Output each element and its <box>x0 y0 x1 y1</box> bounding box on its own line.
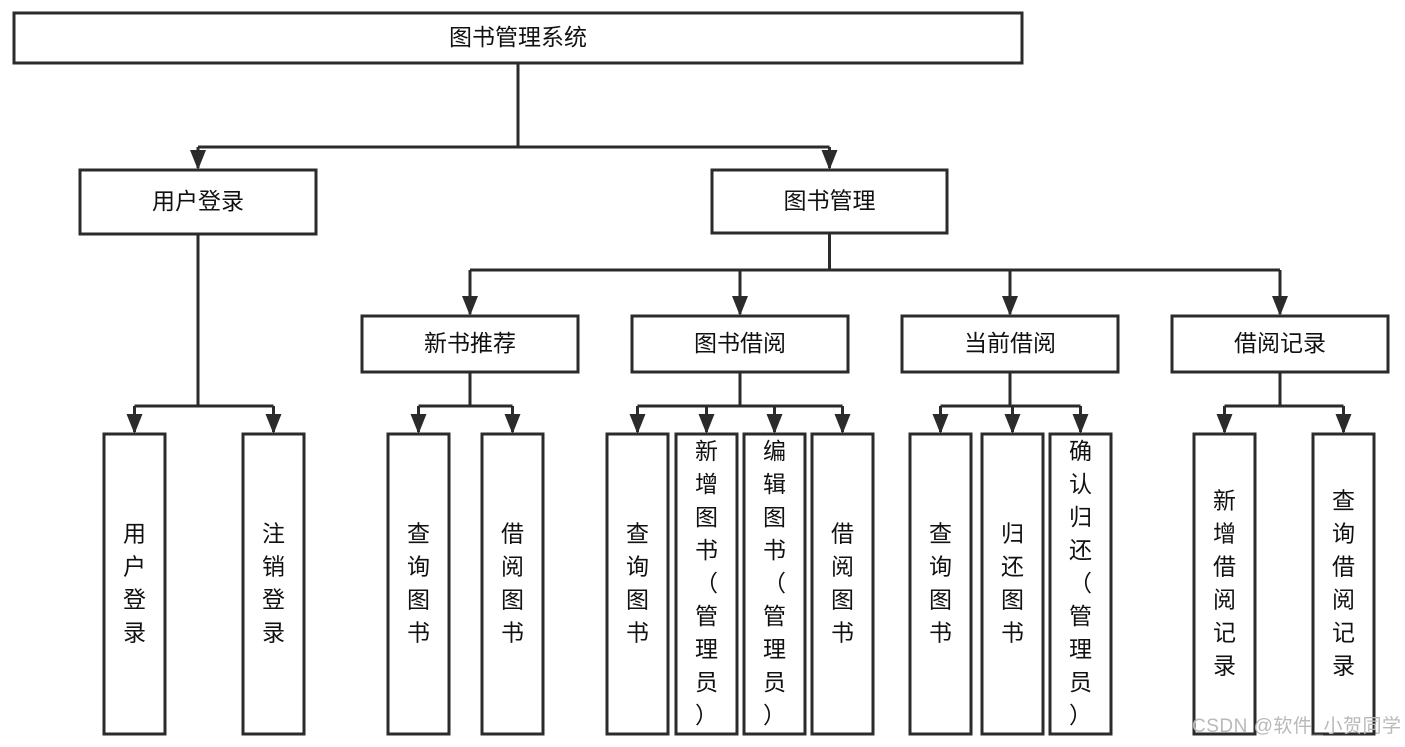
node-label-leaf-borrow-book-2: 借阅图书 <box>831 521 854 646</box>
node-leaf-user-login[interactable]: 用户登录 <box>102 432 167 736</box>
node-label-leaf-borrow-book-1: 借阅图书 <box>501 521 524 646</box>
node-label-book-borrow: 图书借阅 <box>694 330 786 356</box>
node-box-leaf-query-book-2[interactable] <box>605 432 670 736</box>
node-label-new-book-recommend: 新书推荐 <box>424 330 516 356</box>
node-box-current-borrow[interactable] <box>900 314 1120 374</box>
connectors-layer <box>126 63 1352 434</box>
node-box-book-manage[interactable] <box>710 168 949 235</box>
node-borrow-record[interactable]: 借阅记录 <box>1170 314 1390 374</box>
node-box-leaf-edit-book[interactable] <box>742 432 807 736</box>
node-box-borrow-record[interactable] <box>1170 314 1390 374</box>
node-root[interactable]: 图书管理系统 <box>12 11 1024 65</box>
arrow-head-icon <box>410 414 427 434</box>
arrow-head-icon <box>932 414 949 434</box>
node-current-borrow[interactable]: 当前借阅 <box>900 314 1120 374</box>
node-box-book-borrow[interactable] <box>630 314 850 374</box>
node-label-leaf-return-book: 归还图书 <box>1001 521 1024 646</box>
node-box-leaf-logout[interactable] <box>241 432 306 736</box>
node-box-leaf-query-book-1[interactable] <box>386 432 451 736</box>
node-user-login[interactable]: 用户登录 <box>78 168 318 236</box>
arrow-head-icon <box>190 150 206 170</box>
node-label-leaf-query-book-1: 查询图书 <box>407 521 430 646</box>
node-leaf-borrow-book-1[interactable]: 借阅图书 <box>480 432 545 736</box>
node-label-root: 图书管理系统 <box>449 24 587 50</box>
arrow-head-icon <box>821 150 838 170</box>
node-new-book-recommend[interactable]: 新书推荐 <box>360 314 580 374</box>
arrow-head-icon <box>1272 296 1288 316</box>
node-label-leaf-query-book-2: 查询图书 <box>626 521 649 646</box>
arrow-head-icon <box>1072 414 1089 434</box>
node-box-leaf-add-record[interactable] <box>1192 432 1257 736</box>
node-box-leaf-confirm-return[interactable] <box>1048 432 1113 736</box>
node-leaf-query-book-1[interactable]: 查询图书 <box>386 432 451 736</box>
node-box-leaf-query-record[interactable] <box>1311 432 1376 736</box>
node-label-leaf-query-record: 查询借阅记录 <box>1332 488 1355 679</box>
arrow-head-icon <box>698 414 715 434</box>
arrow-head-icon <box>629 414 646 434</box>
node-leaf-query-book-2[interactable]: 查询图书 <box>605 432 670 736</box>
node-label-leaf-query-book-3: 查询图书 <box>929 521 952 646</box>
node-box-leaf-user-login[interactable] <box>102 432 167 736</box>
node-label-borrow-record: 借阅记录 <box>1234 330 1326 356</box>
node-label-leaf-confirm-return: 确认归还（管理员） <box>1069 438 1092 728</box>
node-leaf-add-book[interactable]: 新增图书（管理员） <box>674 432 739 736</box>
node-box-leaf-borrow-book-2[interactable] <box>810 432 875 736</box>
node-book-manage[interactable]: 图书管理 <box>710 168 949 235</box>
node-box-new-book-recommend[interactable] <box>360 314 580 374</box>
arrow-head-icon <box>1216 414 1233 434</box>
node-label-leaf-add-record: 新增借阅记录 <box>1213 488 1236 679</box>
arrow-head-icon <box>265 414 282 434</box>
node-box-leaf-query-book-3[interactable] <box>908 432 973 736</box>
arrow-head-icon <box>1002 296 1018 316</box>
arrow-head-icon <box>462 296 478 316</box>
node-box-user-login[interactable] <box>78 168 318 236</box>
node-leaf-add-record[interactable]: 新增借阅记录 <box>1192 432 1257 736</box>
node-label-leaf-logout: 注销登录 <box>262 521 285 646</box>
nodes-layer: 图书管理系统用户登录图书管理新书推荐图书借阅当前借阅借阅记录用户登录注销登录查询… <box>12 11 1390 736</box>
node-label-leaf-edit-book: 编辑图书（管理员） <box>763 438 786 728</box>
node-label-user-login: 用户登录 <box>152 188 244 214</box>
node-leaf-confirm-return[interactable]: 确认归还（管理员） <box>1048 432 1113 736</box>
arrow-head-icon <box>126 414 143 434</box>
node-leaf-query-book-3[interactable]: 查询图书 <box>908 432 973 736</box>
arrow-head-icon <box>504 414 521 434</box>
node-book-borrow[interactable]: 图书借阅 <box>630 314 850 374</box>
node-leaf-borrow-book-2[interactable]: 借阅图书 <box>810 432 875 736</box>
node-label-leaf-add-book: 新增图书（管理员） <box>695 438 718 728</box>
arrow-head-icon <box>834 414 851 434</box>
node-leaf-query-record[interactable]: 查询借阅记录 <box>1311 432 1376 736</box>
node-leaf-return-book[interactable]: 归还图书 <box>980 432 1045 736</box>
node-label-current-borrow: 当前借阅 <box>964 330 1056 356</box>
node-label-book-manage: 图书管理 <box>784 188 876 214</box>
node-box-leaf-borrow-book-1[interactable] <box>480 432 545 736</box>
arrow-head-icon <box>732 296 748 316</box>
arrow-head-icon <box>1004 414 1021 434</box>
node-box-leaf-return-book[interactable] <box>980 432 1045 736</box>
node-box-leaf-add-book[interactable] <box>674 432 739 736</box>
node-label-leaf-user-login: 用户登录 <box>123 521 146 646</box>
node-box-root[interactable] <box>12 11 1024 65</box>
node-leaf-logout[interactable]: 注销登录 <box>241 432 306 736</box>
node-leaf-edit-book[interactable]: 编辑图书（管理员） <box>742 432 807 736</box>
arrow-head-icon <box>766 414 783 434</box>
arrow-head-icon <box>1335 414 1352 434</box>
